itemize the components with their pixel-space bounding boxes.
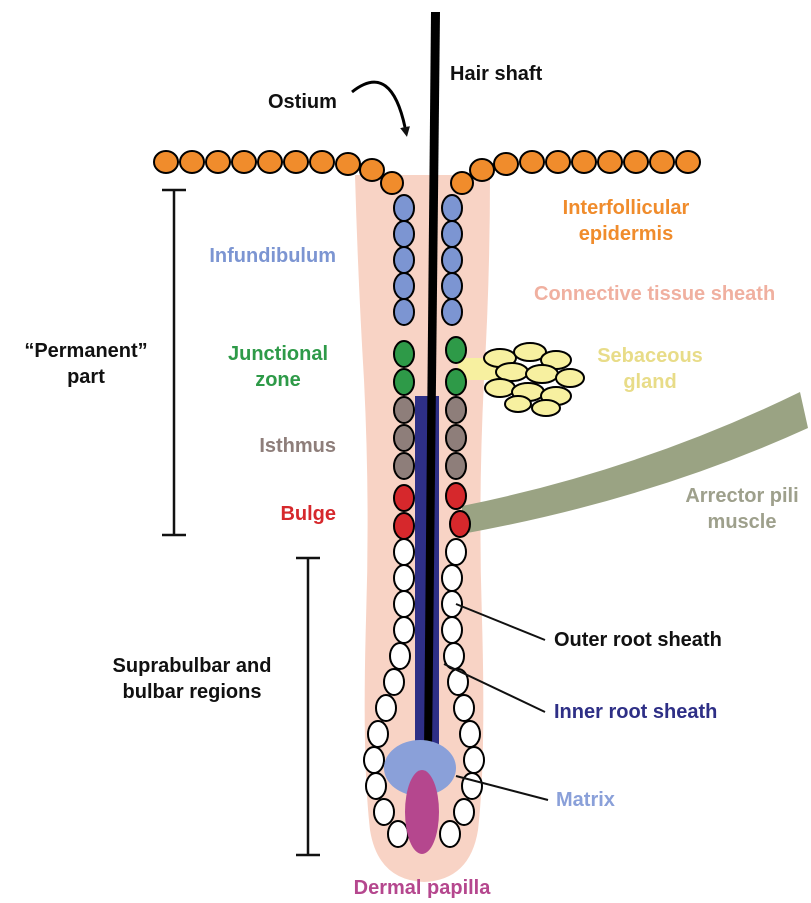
ostium-label: Ostium (268, 91, 337, 113)
junctional-zone-label-line1: Junctional (228, 343, 328, 365)
sebaceous-gland (484, 343, 584, 416)
infundibulum-label: Infundibulum (209, 245, 336, 267)
interfollicular-label-line1: Interfollicular (563, 197, 690, 219)
matrix-label: Matrix (556, 789, 615, 811)
arrector-pili-label-line1: Arrector pili (685, 485, 798, 507)
bulge-label: Bulge (280, 503, 336, 525)
permanent-part-bracket (162, 190, 186, 535)
connective-tissue-sheath-label: Connective tissue sheath (534, 283, 775, 305)
sebaceous-gland-label-line2: gland (623, 371, 676, 393)
permanent-part-label-line1: “Permanent” (24, 340, 147, 362)
suprabulbar-bracket (296, 558, 320, 855)
junctional-zone-label-line2: zone (255, 369, 301, 391)
suprabulbar-label-line2: bulbar regions (123, 681, 262, 703)
hair-shaft-label: Hair shaft (450, 63, 543, 85)
sebaceous-gland-label-line1: Sebaceous (597, 345, 703, 367)
dermal-papilla-label: Dermal papilla (354, 877, 492, 899)
dermal-papilla (405, 770, 439, 854)
inner-root-sheath-label: Inner root sheath (554, 701, 717, 723)
interfollicular-label-line2: epidermis (579, 223, 673, 245)
ostium-arrow (352, 82, 406, 132)
isthmus-label: Isthmus (259, 435, 336, 457)
permanent-part-label-line2: part (67, 366, 105, 388)
outer-root-sheath-label: Outer root sheath (554, 629, 722, 651)
suprabulbar-label-line1: Suprabulbar and (113, 655, 272, 677)
arrector-pili-label-line2: muscle (708, 511, 777, 533)
